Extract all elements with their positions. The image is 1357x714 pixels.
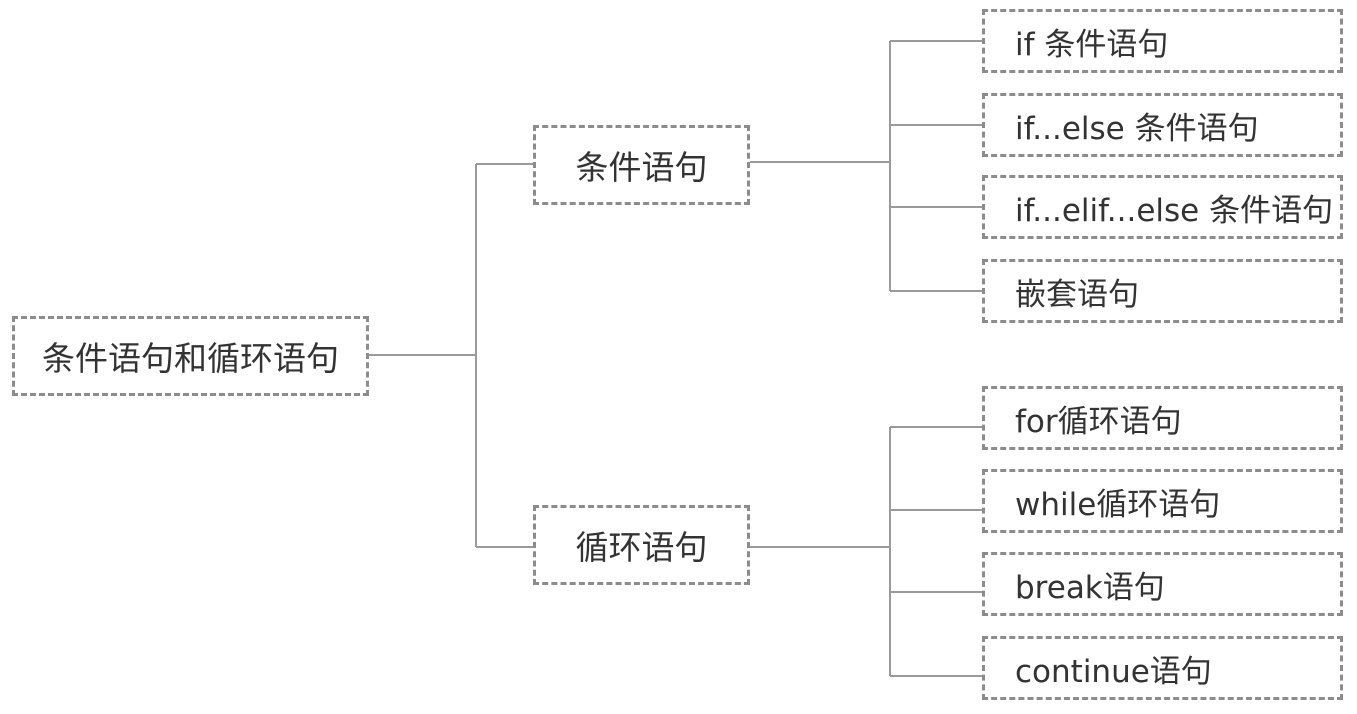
leaf-node-if: if 条件语句 [982,9,1343,73]
leaf-node-nested: 嵌套语句 [982,259,1343,323]
leaf-label: continue语句 [1015,653,1212,690]
branch-label: 循环语句 [575,528,708,567]
leaf-node-if-elif-else: if...elif...else 条件语句 [982,175,1343,239]
leaf-label: if...else 条件语句 [1015,110,1259,147]
branch-node-conditional: 条件语句 [533,125,750,205]
leaf-label: if 条件语句 [1015,26,1169,63]
leaf-label: if...elif...else 条件语句 [1015,192,1334,229]
leaf-node-while: while循环语句 [982,469,1343,533]
leaf-node-break: break语句 [982,552,1343,616]
leaf-label: break语句 [1015,569,1165,606]
branch-node-loop: 循环语句 [533,505,750,585]
leaf-label: 嵌套语句 [1015,276,1139,313]
leaf-node-continue: continue语句 [982,636,1343,700]
leaf-node-if-else: if...else 条件语句 [982,93,1343,157]
root-node: 条件语句和循环语句 [12,316,369,396]
root-label: 条件语句和循环语句 [42,339,339,378]
leaf-label: while循环语句 [1015,486,1221,523]
branch-label: 条件语句 [575,148,708,187]
leaf-label: for循环语句 [1015,403,1182,440]
leaf-node-for: for循环语句 [982,386,1343,450]
